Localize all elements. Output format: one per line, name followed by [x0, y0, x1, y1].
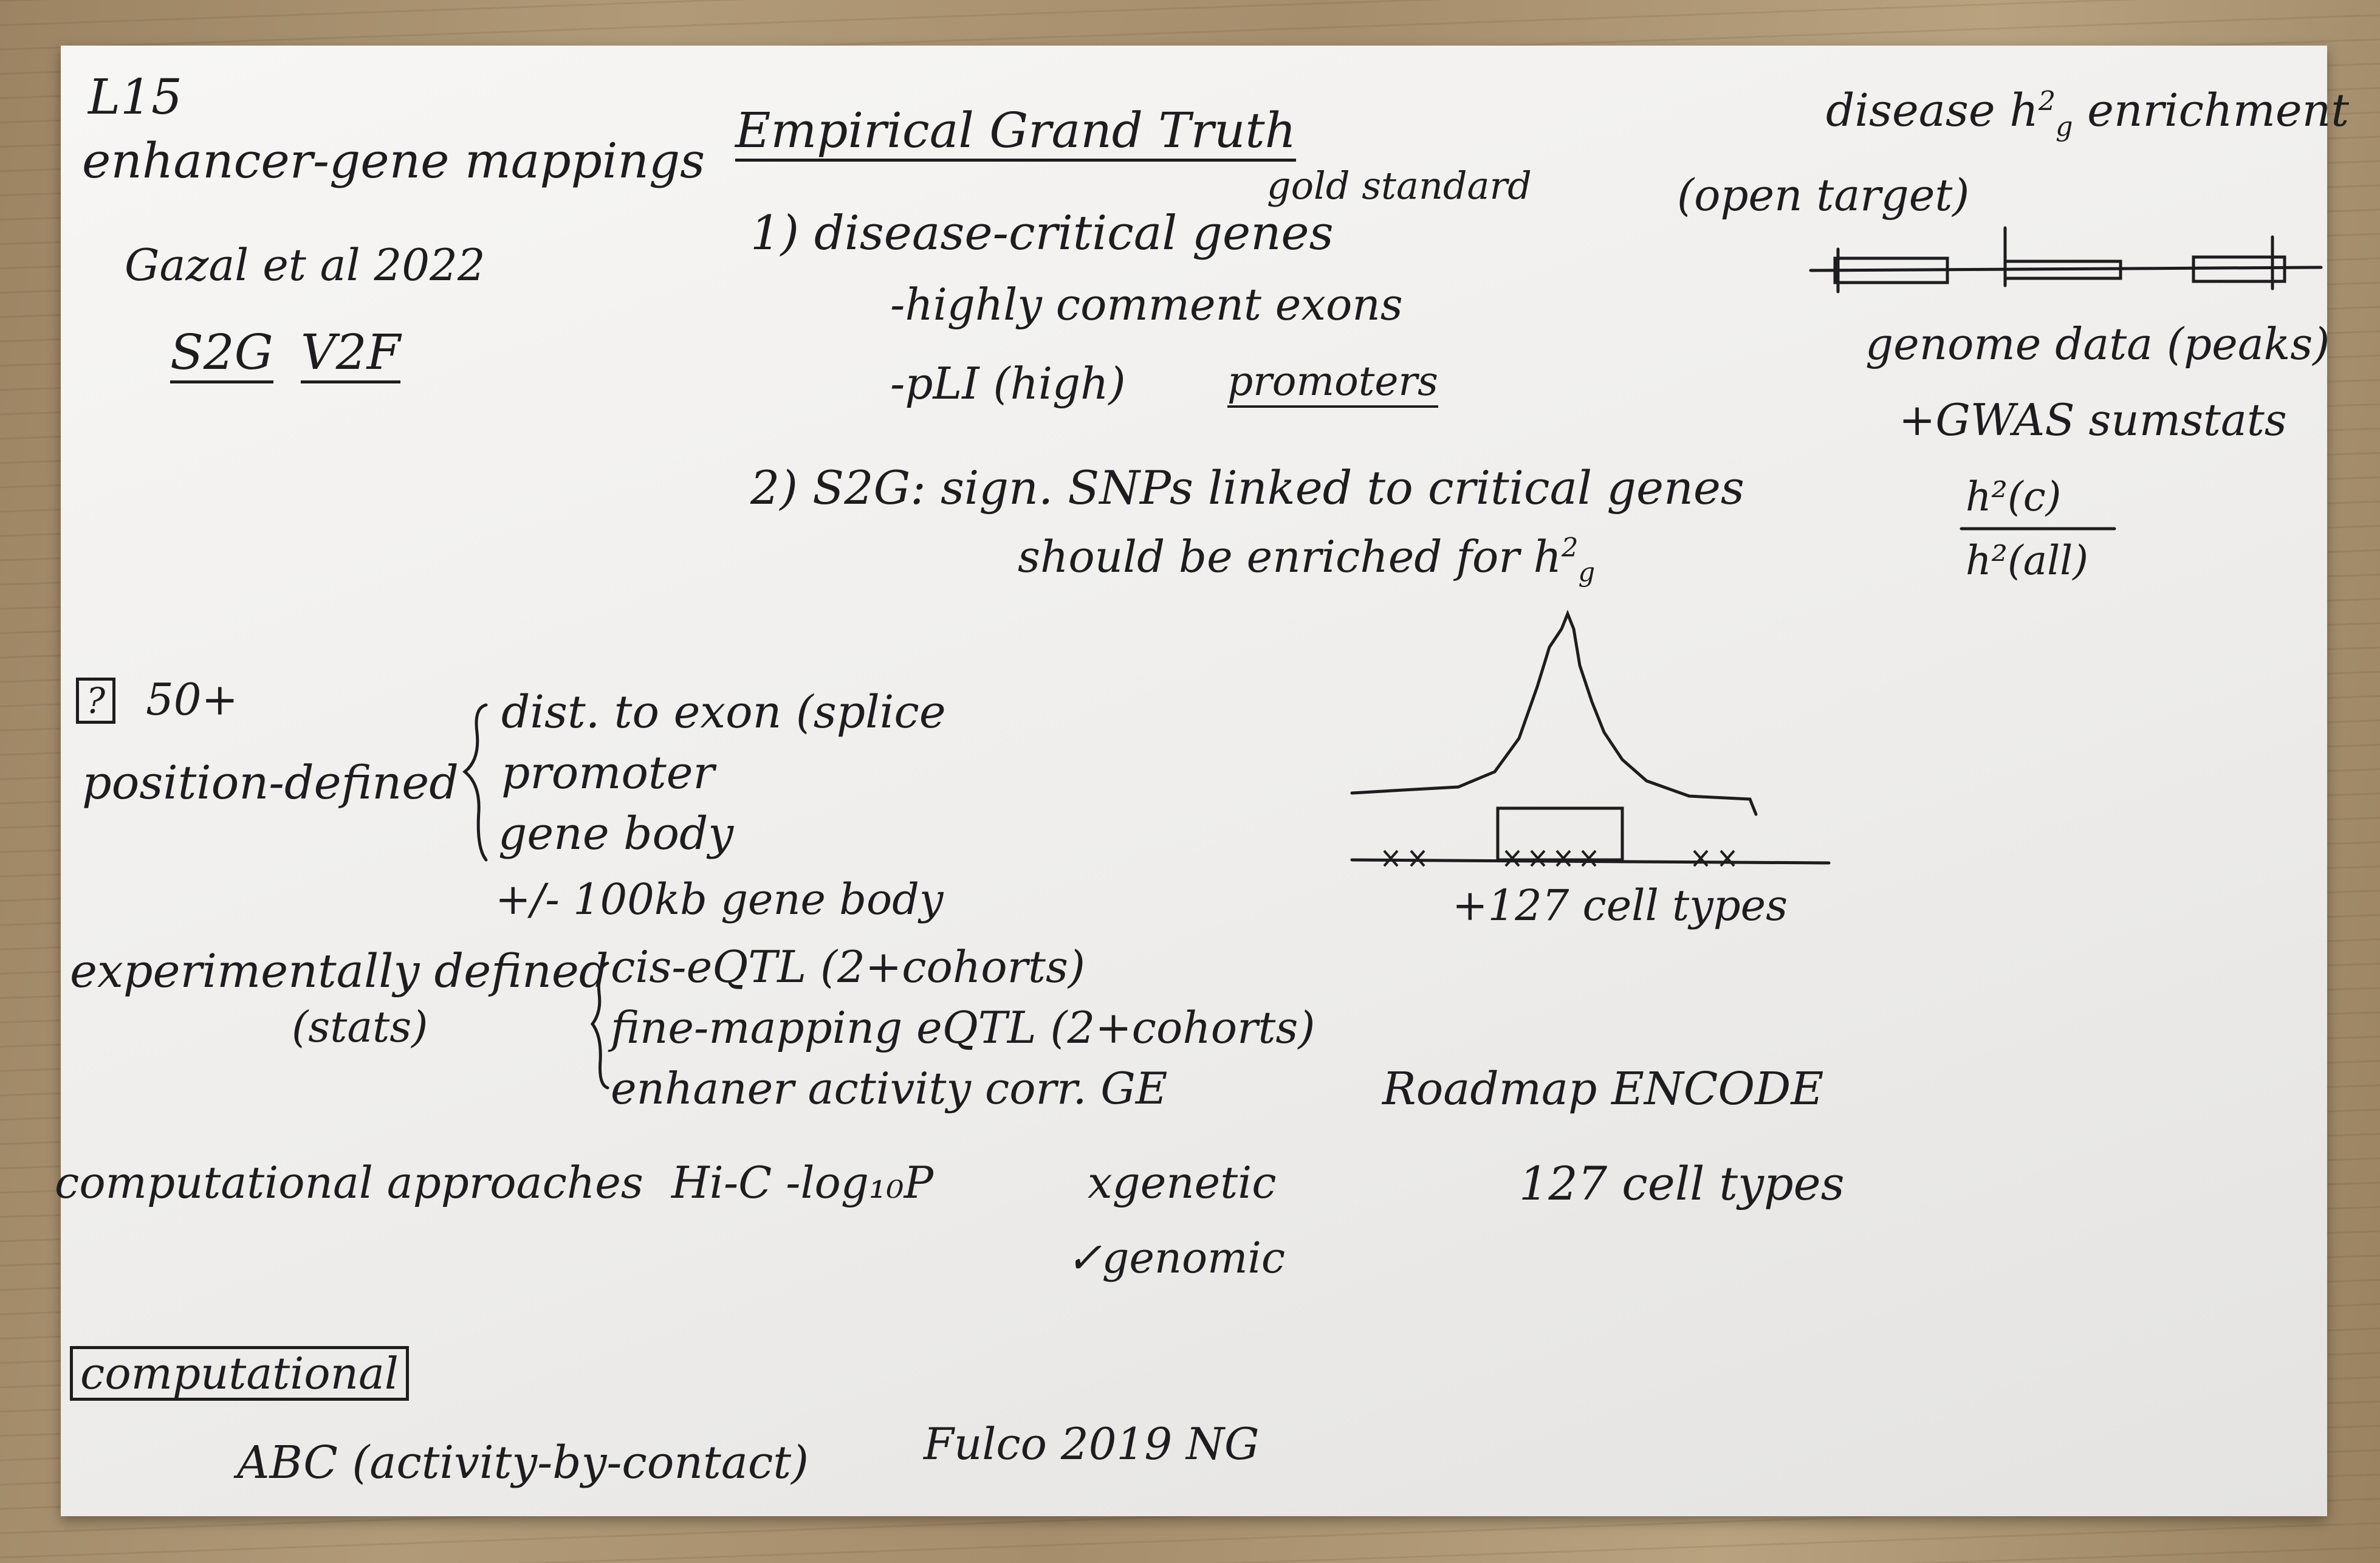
count-50-plus: 50+: [146, 674, 238, 725]
h2g-symbol: h2g: [1533, 531, 1596, 588]
reference-citation: Gazal et al 2022: [125, 239, 485, 290]
genome-data-peaks-label: genome data (peaks): [1865, 318, 2330, 369]
abc-activity-by-contact: ABC (activity-by-contact): [237, 1437, 809, 1489]
item-disease-critical-genes: 1) disease-critical genes: [750, 206, 1334, 261]
position-defined-label: position-defined: [82, 755, 459, 809]
computational-approaches-label: computational approaches: [55, 1157, 643, 1208]
exp-item-fine-mapping-eqtl: fine-mapping eQTL (2+cohorts): [611, 1002, 1315, 1053]
cell-types-127-label: 127 cell types: [1519, 1156, 1845, 1211]
snp-crosses: [1383, 850, 1735, 867]
gwas-sumstats-label: +GWAS sumstats: [1899, 394, 2287, 445]
question-marker-box: ?: [76, 678, 116, 724]
heritability-ratio-denominator: h²(all): [1966, 537, 2089, 584]
peak-signal-curve: [1350, 610, 1758, 816]
empirical-ground-truth-title: Empirical Grand Truth: [735, 106, 1297, 162]
open-target-label: (open target): [1677, 170, 1970, 221]
h2g-symbol: h2g: [2009, 84, 2073, 142]
pos-item-promoter: promoter: [501, 747, 715, 799]
note-paper: L15 enhancer-gene mappings Gazal et al 2…: [55, 46, 2349, 1516]
heritability-ratio-numerator: h²(c): [1966, 473, 2062, 520]
pos-item-dist-exon: dist. to exon (splice: [501, 686, 946, 738]
experimentally-defined-label: experimentally defined: [70, 944, 609, 998]
roadmap-encode-label: Roadmap ENCODE: [1382, 1063, 1824, 1115]
item-pli-high: -pLI (high): [890, 358, 1126, 409]
genetic-crossed-label: xgenetic: [1088, 1157, 1277, 1208]
genomic-checked-label: ✓genomic: [1066, 1233, 1286, 1283]
stats-label: (stats): [292, 1002, 428, 1052]
pos-item-100kb-gene-body: +/- 100kb gene body: [495, 874, 944, 924]
pos-item-gene-body: gene body: [498, 808, 734, 860]
exp-item-enhancer-activity: enhaner activity corr. GE: [611, 1063, 1168, 1114]
sketch-drawings: [462, 226, 2323, 1090]
peak-cell-types-label: +127 cell types: [1452, 881, 1788, 930]
item-promoters: promoters: [1227, 362, 1438, 408]
brace-position-defined: [462, 703, 488, 862]
method-v2f: V2F: [301, 328, 401, 383]
lecture-label: L15: [88, 69, 182, 125]
computational-section-box: computational: [70, 1346, 409, 1401]
item-s2g-snps: 2) S2G: sign. SNPs linked to critical ge…: [750, 461, 1744, 515]
genome-track-icon: [1809, 226, 2323, 294]
item-highly-conserved-exons: -highly comment exons: [890, 279, 1403, 330]
item-enriched-for-h2g: should be enriched for h2g: [1018, 535, 1595, 586]
peak-region-box: [1496, 806, 1624, 862]
brace-experimental: [590, 961, 609, 1090]
enriched-text: should be enriched for: [1018, 531, 1520, 582]
fulco-2019-citation: Fulco 2019 NG: [924, 1418, 1260, 1469]
hic-label: Hi-C -log₁₀P: [671, 1157, 934, 1208]
topic-title: enhancer-gene mappings: [82, 132, 705, 189]
exp-item-cis-eqtl: cis-eQTL (2+cohorts): [611, 941, 1085, 992]
method-s2g: S2G: [170, 328, 273, 383]
disease-h2g-enrichment-title: disease h2g enrichment: [1826, 84, 2350, 142]
gold-standard-label: gold standard: [1267, 163, 1532, 208]
